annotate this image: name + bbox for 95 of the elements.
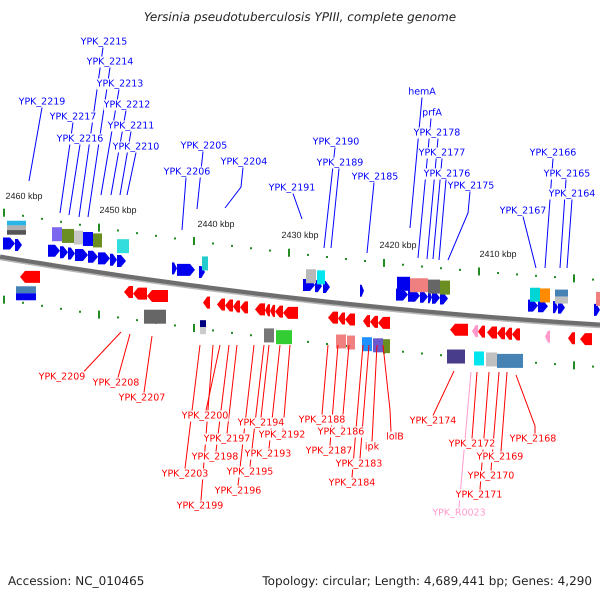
leader-line [68,144,80,216]
gene-label: YPK_2212 [104,100,150,110]
leader-line [126,152,136,196]
gene-label: YPK_2187 [306,446,352,456]
gene-label: YPK_2204 [220,156,268,168]
gene-label: YPK_2164 [548,188,596,200]
gene-label: YPK_2169 [476,452,524,462]
gene-label: YPK_2171 [456,490,502,500]
leader-line [566,199,572,268]
leader-line [432,158,442,260]
gene-label: ipk [364,442,380,452]
gene-label: hemA [408,86,436,98]
gene-label: YPK_2209 [38,372,86,382]
gene-label: YPK_2205 [180,140,228,152]
chart-title: Yersinia pseudotuberculosis YPIII, complete genome [142,10,458,24]
leader-line [60,122,74,214]
leader-line [410,97,422,228]
gene-label: YPK_2197 [204,434,250,444]
footer-text: Accession: NC_010465 [8,574,144,588]
leader-line [382,344,392,432]
leader-line [282,344,290,430]
leader-line [472,372,478,439]
gene-label: YPK_2192 [258,430,306,440]
gene-label: YPK_2189 [316,158,364,168]
leader-line [260,344,270,418]
gene-label: YPK_2183 [336,458,382,470]
leader-line [372,344,378,442]
gene-label: YPK_2194 [238,418,284,428]
gene-label: YPK_2175 [448,180,494,192]
leader-line [522,216,536,268]
leader-line [84,332,122,372]
gene-label: YPK_2214 [86,56,134,68]
leader-line [516,374,536,434]
scale-label: 2420 kbp [379,240,417,250]
gene-label: YPK_2199 [176,500,224,512]
gene-label: YPK_2172 [448,438,496,450]
gene-label: YPK_2167 [500,206,546,216]
gene-label: YPK_2203 [162,468,208,480]
scale-label: 2450 kbp [99,205,137,215]
gene-label: YPK_2217 [50,112,96,122]
gene-label: YPK_2195 [226,466,274,478]
leader-line [28,107,42,182]
gene-label: YPK_2215 [80,36,128,48]
gene-label: YPK_2166 [530,148,576,158]
gene-label: YPK_2193 [244,448,292,460]
scale-label: 2460 kbp [5,191,43,201]
leader-line [144,336,152,393]
leader-line [182,177,186,230]
gene-label: YPK_2219 [18,96,66,108]
gene-label: lolB [386,432,404,442]
leader-line [292,193,302,220]
leader-line [560,179,566,268]
gene-label: YPK_2177 [418,148,466,158]
leader-line [206,344,220,411]
scale-label: 2440 kbp [197,219,235,229]
footer-text: Topology: circular; Length: 4,689,441 bp; Genes: 4,290 [262,574,592,588]
leader-line [226,344,238,434]
leader-line [432,370,454,416]
scale-label: 2430 kbp [281,230,319,240]
gene-label: YPK_2186 [318,426,364,438]
gene-label: YPK_2208 [92,378,140,388]
gene-label: YPK_2207 [118,392,166,404]
gene-label: YPK_2170 [468,470,514,482]
leader-line [118,334,130,378]
leader-line [224,167,244,208]
leader-line [448,191,470,260]
gene-label: YPK_2174 [410,416,456,426]
gene-label: YPK_2184 [328,478,376,488]
leader-line [322,344,328,415]
gene-label: YPK_2165 [544,168,590,180]
gene-label: YPK_2185 [352,172,398,182]
gene-label: YPK_2216 [56,134,104,144]
leader-line [360,344,370,459]
gene-label: YPK_2190 [312,136,360,148]
gene-label: prfA [422,108,442,118]
gene-label: YPK_2168 [510,434,556,444]
leader-line [366,182,374,254]
gene-label: YPK_2176 [424,168,470,180]
leader-line [500,372,508,452]
gene-label: YPK_2196 [214,486,262,496]
gene-label: YPK_2206 [164,166,210,178]
gene-label: YPK_2200 [182,410,228,422]
gene-label: YPK_2213 [96,78,144,90]
gene-label: YPK_2211 [108,120,154,132]
gene-label: YPK_2198 [192,452,238,462]
scale-label: 2410 kbp [479,249,517,259]
leader-line [330,168,340,248]
gene-label: YPK_2188 [298,414,346,426]
leader-line [438,179,446,260]
leader-line [184,344,200,469]
gene-label: YPK_2191 [268,182,316,194]
gene-label: YPK_R0023 [432,508,486,518]
gene-label: YPK_2178 [414,128,460,138]
leader-line [324,147,336,248]
gene-label: YPK_2210 [112,142,160,152]
